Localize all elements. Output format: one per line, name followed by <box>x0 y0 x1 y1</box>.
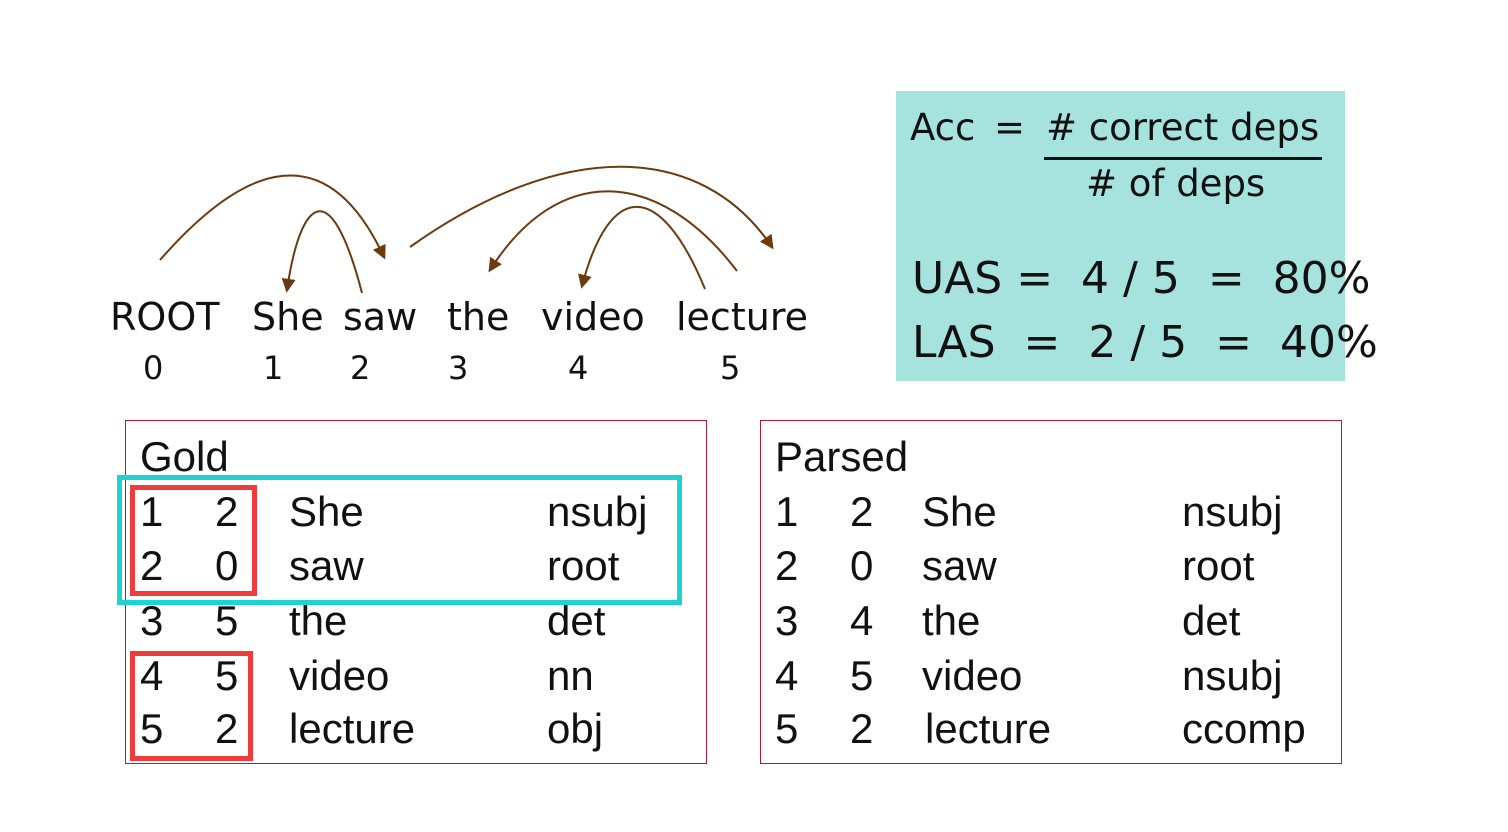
gold-word: the <box>289 597 348 644</box>
gold-label: det <box>547 597 606 644</box>
token-word-she: She <box>252 295 324 339</box>
parsed-label: ccomp <box>1182 705 1306 752</box>
parsed-label: det <box>1182 597 1241 644</box>
gold-word: saw <box>289 542 364 589</box>
gold-title: Gold <box>140 433 229 480</box>
unlabeled-match-highlight <box>117 475 682 605</box>
parsed-word: video <box>922 652 1023 699</box>
gold-panel <box>125 420 707 764</box>
acc-numerator: # correct deps <box>1046 106 1320 149</box>
acc-denominator: # of deps <box>1086 162 1266 205</box>
gold-word: She <box>289 488 364 535</box>
gold-word: video <box>289 652 390 699</box>
parsed-dep: 3 <box>775 597 799 644</box>
gold-dep: 3 <box>140 597 164 644</box>
dep-head-highlight-bottom <box>130 651 253 761</box>
token-index-1: 1 <box>263 349 284 387</box>
parsed-label: nsubj <box>1182 488 1283 535</box>
arc-saw-she <box>281 210 363 294</box>
parsed-head: 2 <box>850 488 874 535</box>
gold-head: 2 <box>215 705 239 752</box>
gold-dep: 1 <box>140 488 164 535</box>
token-index-4: 4 <box>568 349 589 387</box>
parsed-panel <box>760 420 1342 764</box>
gold-head: 5 <box>215 652 239 699</box>
parsed-head: 4 <box>850 597 874 644</box>
accuracy-formula-box: Acc = # correct deps # of deps UAS = 4 /… <box>896 91 1378 381</box>
arc-lecture-video <box>578 206 706 290</box>
parsed-word: lecture <box>925 705 1052 752</box>
token-word-lecture: lecture <box>676 295 808 339</box>
parsed-word: saw <box>922 542 997 589</box>
parsed-dep: 5 <box>775 705 799 752</box>
acc-equals: = <box>994 106 1026 149</box>
gold-label: obj <box>547 705 604 752</box>
gold-label: nn <box>547 652 594 699</box>
gold-word: lecture <box>289 705 416 752</box>
gold-head: 5 <box>215 597 239 644</box>
parsed-head: 2 <box>850 705 874 752</box>
uas-result: UAS = 4 / 5 = 80% <box>912 253 1371 304</box>
token-index-3: 3 <box>448 349 469 387</box>
arc-lecture-the <box>488 190 738 273</box>
parsed-word: the <box>922 597 981 644</box>
fraction-bar <box>1044 157 1322 160</box>
gold-dep: 2 <box>140 542 164 589</box>
gold-head: 0 <box>215 542 239 589</box>
dep-head-highlight-top <box>130 485 257 596</box>
token-word-root: ROOT <box>110 295 220 339</box>
token-word-saw: saw <box>343 295 418 339</box>
parsed-dep: 2 <box>775 542 799 589</box>
gold-label: root <box>547 542 620 589</box>
token-index-0: 0 <box>143 349 164 387</box>
las-result: LAS = 2 / 5 = 40% <box>912 317 1378 368</box>
gold-head: 2 <box>215 488 239 535</box>
gold-label: nsubj <box>547 488 648 535</box>
gold-dep: 5 <box>140 705 164 752</box>
token-index-2: 2 <box>350 349 371 387</box>
parsed-head: 5 <box>850 652 874 699</box>
parsed-label: root <box>1182 542 1255 589</box>
parsed-dep: 4 <box>775 652 799 699</box>
parsed-title: Parsed <box>775 433 909 480</box>
parsed-head: 0 <box>850 542 874 589</box>
token-index-5: 5 <box>720 349 741 387</box>
token-word-video: video <box>541 295 645 339</box>
arc-root-saw <box>159 174 386 261</box>
acc-label: Acc <box>910 106 976 149</box>
parsed-label: nsubj <box>1182 652 1283 699</box>
arc-saw-lecture <box>409 165 774 250</box>
token-word-the: the <box>447 295 510 339</box>
gold-dep: 4 <box>140 652 164 699</box>
parsed-dep: 1 <box>775 488 799 535</box>
parsed-word: She <box>922 488 997 535</box>
